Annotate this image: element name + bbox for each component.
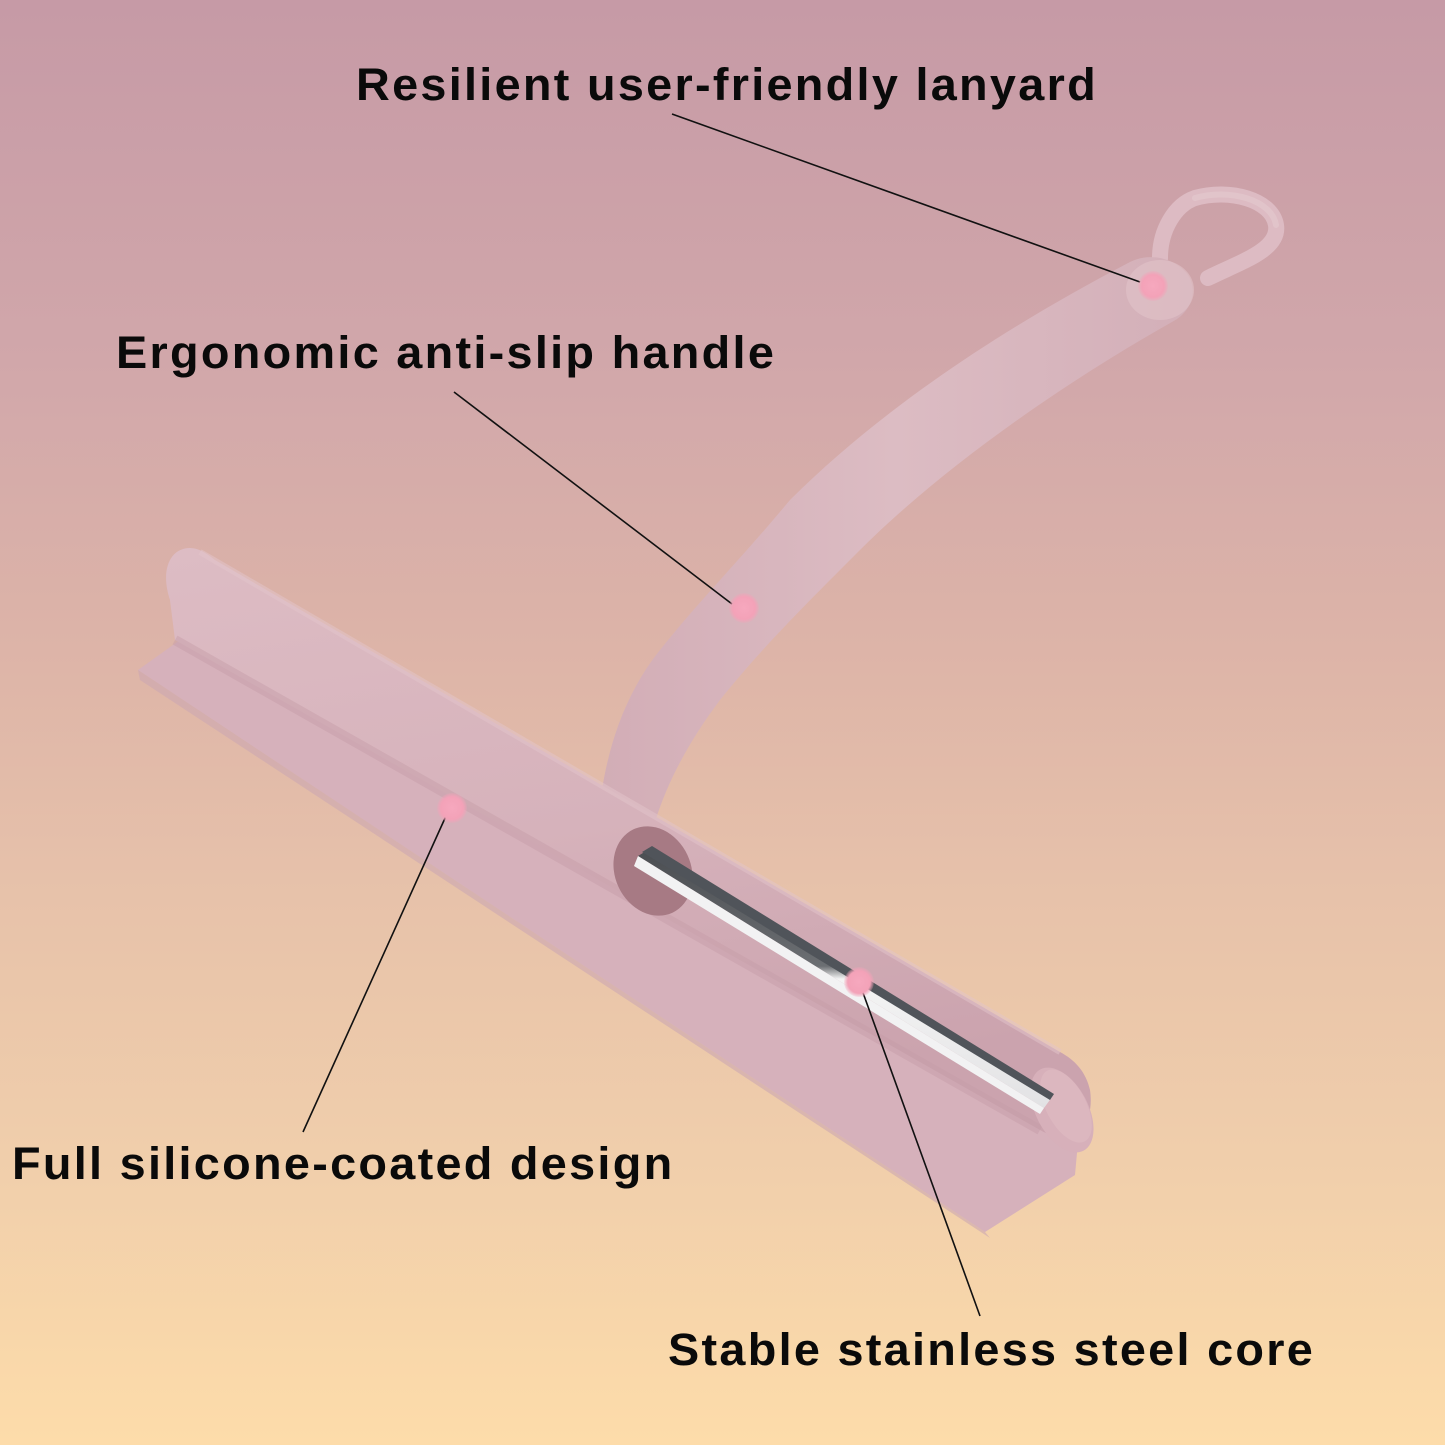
callout-label-lanyard: Resilient user-friendly lanyard <box>356 59 1098 110</box>
leader-line-handle <box>453 391 733 605</box>
leader-line-steel-core <box>861 989 981 1317</box>
marker-dot-handle <box>729 593 759 623</box>
marker-dots <box>437 271 1168 997</box>
callout-label-steel-core: Stable stainless steel core <box>668 1324 1316 1375</box>
marker-dot-lanyard <box>1138 271 1168 301</box>
marker-dot-steel-core <box>844 967 874 997</box>
marker-dot-silicone <box>437 793 467 823</box>
leader-line-lanyard <box>671 113 1141 283</box>
callout-label-handle: Ergonomic anti-slip handle <box>116 327 777 378</box>
leader-lines <box>302 113 1141 1317</box>
leader-line-silicone <box>302 815 447 1133</box>
lanyard-loop <box>1152 186 1285 286</box>
callout-label-silicone: Full silicone-coated design <box>12 1138 675 1189</box>
